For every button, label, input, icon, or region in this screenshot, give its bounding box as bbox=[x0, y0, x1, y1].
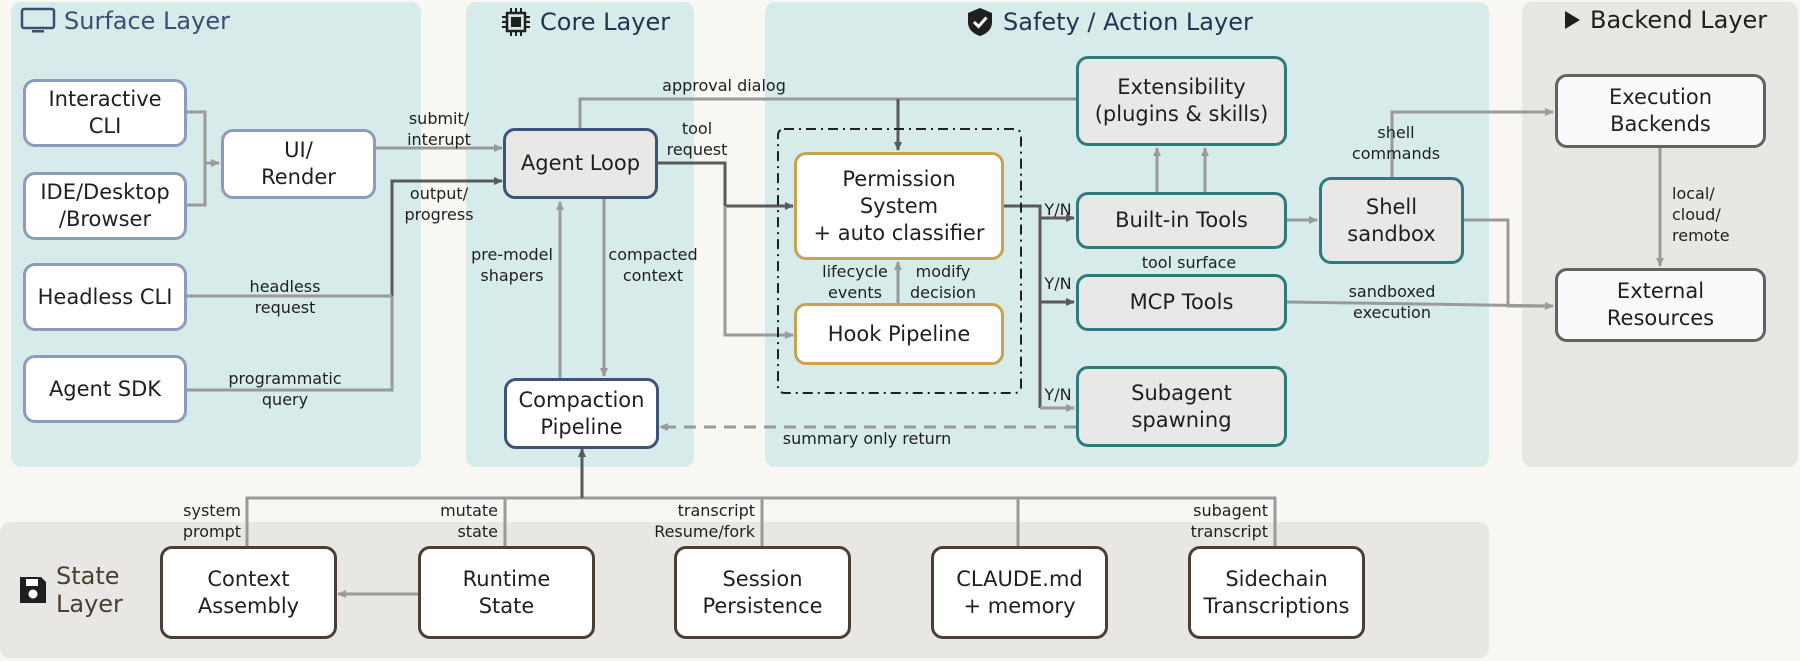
safety-layer-label: Safety / Action Layer bbox=[1003, 8, 1253, 36]
headless-cli-box: Headless CLI bbox=[23, 263, 187, 331]
permission-system-box: Permission System + auto classifier bbox=[794, 152, 1004, 260]
label-shell-commands: shell commands bbox=[1351, 123, 1441, 163]
mcp-tools-box: MCP Tools bbox=[1076, 274, 1287, 331]
label-local-cloud-remote: local/ cloud/ remote bbox=[1672, 184, 1730, 245]
label-system-prompt: system prompt bbox=[182, 501, 241, 541]
label-tool-request: tool request bbox=[666, 119, 728, 159]
claude-md-memory-box: CLAUDE.md + memory bbox=[931, 546, 1108, 639]
compaction-pipeline-box: Compaction Pipeline bbox=[504, 378, 659, 449]
edge-programmatic bbox=[187, 296, 394, 392]
label-compacted-context: compacted context bbox=[608, 245, 698, 285]
label-summary-only-return: summary only return bbox=[782, 429, 952, 448]
edge-interactive-to-ui bbox=[187, 110, 207, 163]
label-yn-subagent: Y/N bbox=[1044, 385, 1072, 404]
safety-layer-title: Safety / Action Layer bbox=[965, 6, 1253, 38]
label-programmatic-query: programmatic query bbox=[228, 369, 342, 409]
surface-layer-label: Surface Layer bbox=[64, 7, 230, 35]
safety-enclosure bbox=[777, 128, 1022, 394]
label-transcript-resume: transcript Resume/fork bbox=[654, 501, 755, 541]
label-approval-dialog: approval dialog bbox=[662, 76, 786, 95]
label-headless-request: headless request bbox=[249, 277, 321, 317]
cpu-chip-icon bbox=[500, 6, 532, 38]
edge-permission-out bbox=[1004, 204, 1042, 408]
edge-approval-dialog bbox=[578, 97, 1076, 128]
shield-check-icon bbox=[965, 6, 995, 38]
edge-shell-commands bbox=[1390, 108, 1554, 177]
builtin-tools-box: Built-in Tools bbox=[1076, 192, 1287, 249]
runtime-state-box: Runtime State bbox=[418, 546, 595, 639]
edge-output-progress bbox=[390, 177, 503, 296]
label-mutate-state: mutate state bbox=[440, 501, 498, 541]
surface-layer-title: Surface Layer bbox=[20, 6, 230, 36]
label-yn-builtin: Y/N bbox=[1044, 200, 1072, 219]
edge-tool-request bbox=[658, 161, 794, 210]
label-output-progress: output/ progress bbox=[404, 184, 474, 224]
context-assembly-box: Context Assembly bbox=[160, 546, 337, 639]
play-triangle-icon bbox=[1562, 8, 1582, 32]
label-modify-decision: modify decision bbox=[910, 262, 976, 302]
hook-pipeline-box: Hook Pipeline bbox=[794, 303, 1004, 365]
floppy-disk-icon bbox=[18, 574, 48, 606]
edge-ide-to-ui bbox=[187, 159, 220, 207]
backend-layer-title: Backend Layer bbox=[1562, 6, 1767, 34]
state-layer-label-1: State bbox=[56, 562, 120, 590]
interactive-cli-box: Interactive CLI bbox=[23, 79, 187, 147]
edge-mcp-external bbox=[1286, 300, 1554, 310]
session-persistence-box: Session Persistence bbox=[674, 546, 851, 639]
label-sandboxed-execution: sandboxed execution bbox=[1348, 282, 1436, 322]
agent-loop-box: Agent Loop bbox=[503, 128, 658, 199]
core-layer-title: Core Layer bbox=[500, 6, 670, 38]
label-lifecycle-events: lifecycle events bbox=[822, 262, 888, 302]
execution-backends-box: Execution Backends bbox=[1555, 74, 1766, 148]
label-tool-surface: tool surface bbox=[1141, 253, 1237, 272]
core-layer-label: Core Layer bbox=[540, 8, 671, 36]
subagent-spawning-box: Subagent spawning bbox=[1076, 366, 1287, 447]
sidechain-transcriptions-box: Sidechain Transcriptions bbox=[1188, 546, 1365, 639]
state-layer-title: State Layer bbox=[18, 562, 123, 618]
backend-layer-label: Backend Layer bbox=[1590, 6, 1768, 34]
label-yn-mcp: Y/N bbox=[1044, 274, 1072, 293]
label-subagent-transcript: subagent transcript bbox=[1190, 501, 1268, 541]
edge-tool-to-hook bbox=[723, 206, 794, 339]
external-resources-box: External Resources bbox=[1555, 268, 1766, 342]
state-layer-label-2: Layer bbox=[56, 590, 123, 618]
monitor-icon bbox=[20, 6, 56, 36]
label-pre-model-shapers: pre-model shapers bbox=[471, 245, 553, 285]
ide-desktop-box: IDE/Desktop /Browser bbox=[23, 172, 187, 240]
edge-shell-external bbox=[1464, 218, 1553, 308]
ui-render-box: UI/ Render bbox=[221, 129, 376, 199]
shell-sandbox-box: Shell sandbox bbox=[1319, 177, 1464, 264]
agent-sdk-box: Agent SDK bbox=[23, 355, 187, 423]
label-submit-interupt: submit/ interupt bbox=[407, 109, 471, 149]
extensibility-box: Extensibility (plugins & skills) bbox=[1076, 56, 1287, 146]
